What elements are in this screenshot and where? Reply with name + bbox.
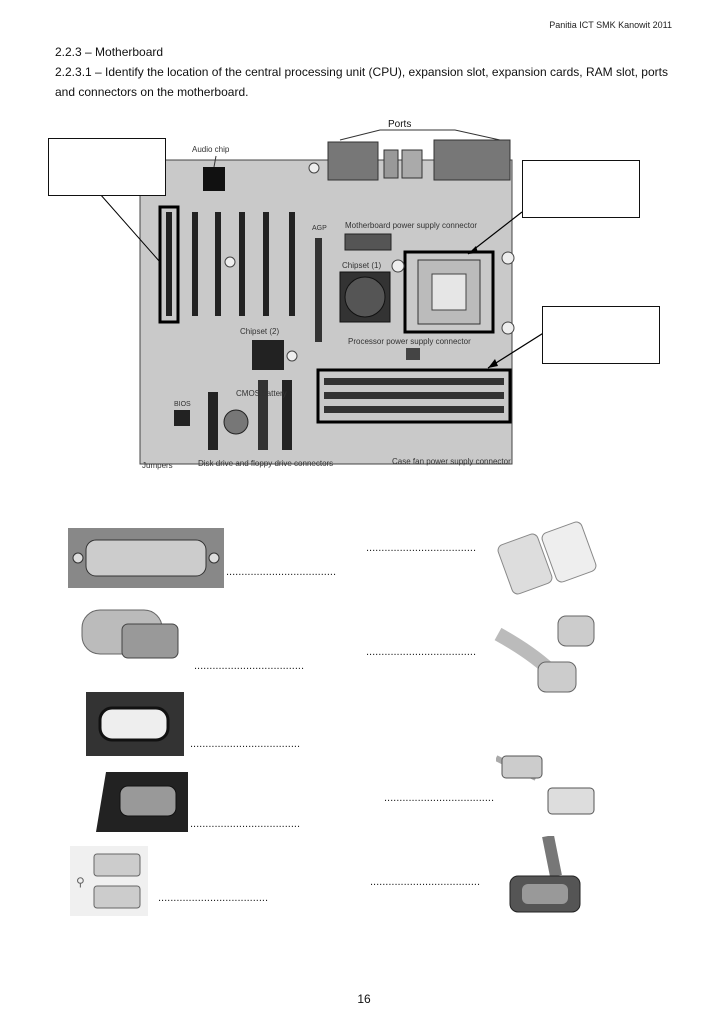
cpu-socket-highlight (403, 250, 495, 334)
answer-line[interactable]: .................................... (226, 566, 337, 578)
answer-line[interactable]: .................................... (384, 792, 495, 804)
pci-slot (263, 212, 269, 316)
serial-adapter-image (81, 609, 179, 659)
answer-box-cpu[interactable] (522, 160, 640, 218)
chipset-2 (252, 340, 284, 370)
answer-line[interactable]: .................................... (194, 660, 305, 672)
answer-line[interactable]: .................................... (190, 818, 301, 830)
drive-connector (282, 380, 292, 450)
ports-bracket (339, 129, 501, 141)
port-serial (327, 141, 379, 181)
port-network (401, 149, 423, 179)
pci-slot (239, 212, 245, 316)
answer-line[interactable]: .................................... (190, 738, 301, 750)
pointer-line (467, 211, 523, 255)
pointer-line (487, 331, 546, 369)
answer-line[interactable]: .................................... (370, 876, 481, 888)
vga-port-image (96, 772, 188, 832)
drive-connector (258, 380, 268, 450)
page-number: 16 (357, 992, 371, 1006)
pci-slot (192, 212, 198, 316)
ram-slot (324, 406, 504, 413)
answer-line[interactable]: .................................... (366, 646, 477, 658)
label-audio-chip: Audio chip (192, 145, 230, 154)
db25-port-image (68, 528, 224, 588)
label-proc-power: Processor power supply connector (348, 337, 471, 346)
port-parallel (433, 139, 511, 181)
agp-slot (315, 238, 322, 342)
label-bios: BIOS (174, 401, 191, 408)
label-cmos: CMOS battery (236, 389, 287, 398)
ram-slot (324, 392, 504, 399)
vga-cable-image (509, 836, 581, 913)
expansion-slot-highlight (158, 205, 180, 324)
label-chipset1: Chipset (1) (342, 261, 381, 270)
proc-power-connector (406, 348, 420, 360)
answer-box-ram[interactable] (542, 306, 660, 364)
answer-line[interactable]: .................................... (158, 892, 269, 904)
label-case-fan: Case fan power supply connector (392, 457, 511, 466)
mb-power-connector (344, 233, 392, 251)
answer-box-expansion-slot[interactable] (48, 138, 166, 196)
label-disk-drive: Disk drive and floppy drive connectors (198, 459, 333, 468)
cmos-battery (223, 409, 249, 435)
bios-chip (174, 410, 190, 426)
usb-symbol-icon: ⚲ (76, 875, 85, 889)
firewire-port-image (86, 692, 184, 756)
label-ports: Ports (388, 119, 411, 130)
pointer-line (99, 193, 161, 263)
label-agp: AGP (312, 225, 327, 232)
section-task: 2.2.3.1 – Identify the location of the c… (55, 65, 668, 99)
ram-slot (324, 378, 504, 385)
port-usb (383, 149, 399, 179)
header-org: Panitia ICT SMK Kanowit 2011 (549, 20, 672, 30)
pci-slot (215, 212, 221, 316)
motherboard-diagram: Ports Audio chip AGP Motherboard power s… (99, 119, 546, 470)
firewire-cable-image (494, 615, 595, 693)
label-jumpers: Jumpers (142, 461, 173, 470)
ram-slot-highlight (316, 368, 512, 424)
parallel-cable-image (496, 755, 595, 815)
drive-connector (208, 392, 218, 450)
usb-adapter-image (497, 521, 597, 595)
section-title: 2.2.3 – Motherboard (55, 45, 164, 59)
label-chipset2: Chipset (2) (240, 327, 279, 336)
usb-port-image: ⚲ (70, 846, 148, 916)
label-mb-power: Motherboard power supply connector (345, 221, 477, 230)
answer-line[interactable]: .................................... (366, 542, 477, 554)
pci-slot (166, 212, 172, 316)
audio-chip (203, 167, 225, 191)
pci-slot (289, 212, 295, 316)
